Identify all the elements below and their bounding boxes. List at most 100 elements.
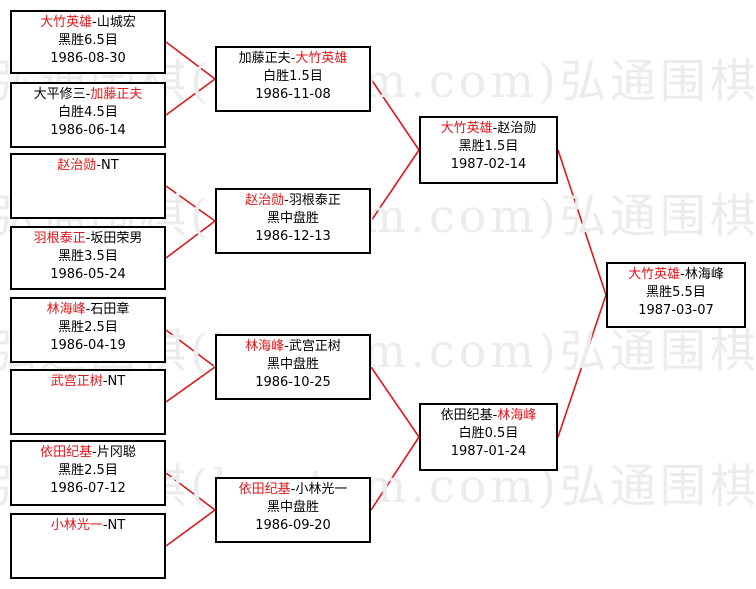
match-result: 白胜0.5目 bbox=[458, 426, 519, 441]
winner-name: 林海峰 bbox=[245, 339, 285, 354]
match-box: 羽根泰正-坂田荣男黑胜3.5目 1986-05-24 bbox=[10, 226, 166, 290]
winner-name: 武宫正树 bbox=[50, 374, 103, 389]
match-date: 1986-11-08 bbox=[255, 87, 331, 102]
match-result: 黑中盘胜 bbox=[266, 211, 319, 226]
player-separator: - bbox=[290, 482, 296, 497]
match-result: 黑胜2.5目 bbox=[58, 463, 118, 478]
match-result: 白胜4.5目 bbox=[58, 105, 118, 120]
player-separator: - bbox=[492, 121, 498, 136]
match-result: 黑胜5.5目 bbox=[646, 285, 706, 300]
match-date: 1986-08-30 bbox=[50, 51, 126, 66]
player-separator: - bbox=[102, 374, 108, 389]
match-date: 1986-12-13 bbox=[255, 229, 331, 244]
winner-name: 赵治勋 bbox=[245, 193, 285, 208]
bracket-connector-line bbox=[165, 78, 216, 116]
match-players: 林海峰-武宫正树 bbox=[217, 338, 369, 356]
winner-name: 赵治勋 bbox=[57, 158, 97, 173]
match-date: 1986-05-24 bbox=[50, 267, 126, 282]
match-date bbox=[12, 409, 164, 427]
match-box: 武宫正树-NT bbox=[10, 369, 166, 435]
match-date bbox=[12, 193, 164, 211]
bracket-connector-line bbox=[370, 78, 420, 151]
match-box: 加藤正夫-大竹英雄白胜1.5目 1986-11-08 bbox=[215, 46, 371, 112]
winner-name: 小林光一 bbox=[50, 518, 103, 533]
player-name: 加藤正夫 bbox=[238, 51, 291, 66]
winner-name: 大竹英雄 bbox=[440, 121, 493, 136]
player-name: 赵治勋 bbox=[497, 121, 537, 136]
bracket-connector-line bbox=[165, 472, 216, 511]
player-separator: - bbox=[284, 193, 289, 208]
bracket-connector-line bbox=[165, 220, 216, 259]
winner-name: 林海峰 bbox=[497, 408, 537, 423]
match-result bbox=[12, 391, 164, 409]
match-players: 羽根泰正-坂田荣男 bbox=[12, 230, 164, 248]
match-players: 林海峰-石田章 bbox=[12, 301, 164, 319]
match-players: 大平修三-加藤正夫 bbox=[12, 86, 164, 104]
match-players: 依田纪基-林海峰 bbox=[421, 407, 556, 425]
player-separator: - bbox=[96, 158, 102, 173]
bracket-connector-line bbox=[165, 509, 216, 547]
match-players: 依田纪基-片冈聪 bbox=[12, 444, 164, 462]
bracket-connector-line bbox=[165, 41, 216, 80]
match-result: 黑胜3.5目 bbox=[58, 249, 118, 264]
match-result: 白胜1.5目 bbox=[263, 69, 323, 84]
match-date: 1987-03-07 bbox=[638, 303, 714, 318]
bracket-connector-line bbox=[370, 436, 420, 511]
match-players: 加藤正夫-大竹英雄 bbox=[217, 50, 369, 68]
winner-name: 加藤正夫 bbox=[90, 87, 143, 102]
player-separator: - bbox=[92, 15, 97, 30]
player-name: 石田章 bbox=[90, 302, 130, 317]
winner-name: 依田纪基 bbox=[40, 445, 93, 460]
bracket-connector-line bbox=[165, 185, 216, 222]
bracket-connector-line bbox=[165, 329, 216, 368]
match-date: 1986-07-12 bbox=[50, 481, 126, 496]
match-result bbox=[12, 175, 164, 193]
player-separator: - bbox=[680, 267, 685, 282]
player-separator: - bbox=[284, 339, 289, 354]
match-players: 赵治勋-羽根泰正 bbox=[217, 192, 369, 210]
match-box: 依田纪基-小林光一黑中盘胜 1986-09-20 bbox=[215, 477, 371, 543]
bracket-connector-line bbox=[370, 366, 420, 438]
player-separator: - bbox=[85, 87, 91, 102]
match-box: 大竹英雄-山城宏黑胜6.5目 1986-08-30 bbox=[10, 10, 166, 74]
match-date: 1987-01-24 bbox=[450, 444, 527, 459]
match-box: 依田纪基-片冈聪黑胜2.5目 1986-07-12 bbox=[10, 440, 166, 506]
match-date: 1986-10-25 bbox=[255, 375, 331, 390]
player-name: 小林光一 bbox=[295, 482, 348, 497]
player-separator: - bbox=[92, 445, 97, 460]
bracket-connector-line bbox=[557, 294, 607, 438]
match-box: 赵治勋-NT bbox=[10, 153, 166, 219]
match-result: 黑胜2.5目 bbox=[58, 320, 118, 335]
match-players: 大竹英雄-林海峰 bbox=[608, 266, 744, 284]
player-name: NT bbox=[107, 518, 126, 533]
match-date bbox=[12, 553, 164, 571]
match-result: 黑中盘胜 bbox=[266, 357, 319, 372]
bracket-connector-line bbox=[557, 149, 607, 296]
match-result: 黑胜6.5目 bbox=[58, 33, 118, 48]
player-name: 武宫正树 bbox=[288, 339, 341, 354]
bracket-connector-line bbox=[370, 149, 420, 222]
player-separator: - bbox=[290, 51, 296, 66]
match-result: 黑胜1.5目 bbox=[458, 139, 519, 154]
match-result: 黑中盘胜 bbox=[266, 500, 319, 515]
winner-name: 羽根泰正 bbox=[33, 231, 86, 246]
match-players: 赵治勋-NT bbox=[12, 157, 164, 175]
match-players: 大竹英雄-赵治勋 bbox=[421, 120, 556, 138]
match-date: 1986-06-14 bbox=[50, 123, 126, 138]
player-name: 大平修三 bbox=[33, 87, 86, 102]
player-name: 林海峰 bbox=[684, 267, 724, 282]
match-players: 小林光一-NT bbox=[12, 517, 164, 535]
match-date: 1986-09-20 bbox=[255, 518, 331, 533]
player-name: 山城宏 bbox=[96, 15, 136, 30]
player-separator: - bbox=[85, 231, 91, 246]
match-players: 大竹英雄-山城宏 bbox=[12, 14, 164, 32]
winner-name: 大竹英雄 bbox=[628, 267, 681, 282]
winner-name: 依田纪基 bbox=[238, 482, 291, 497]
